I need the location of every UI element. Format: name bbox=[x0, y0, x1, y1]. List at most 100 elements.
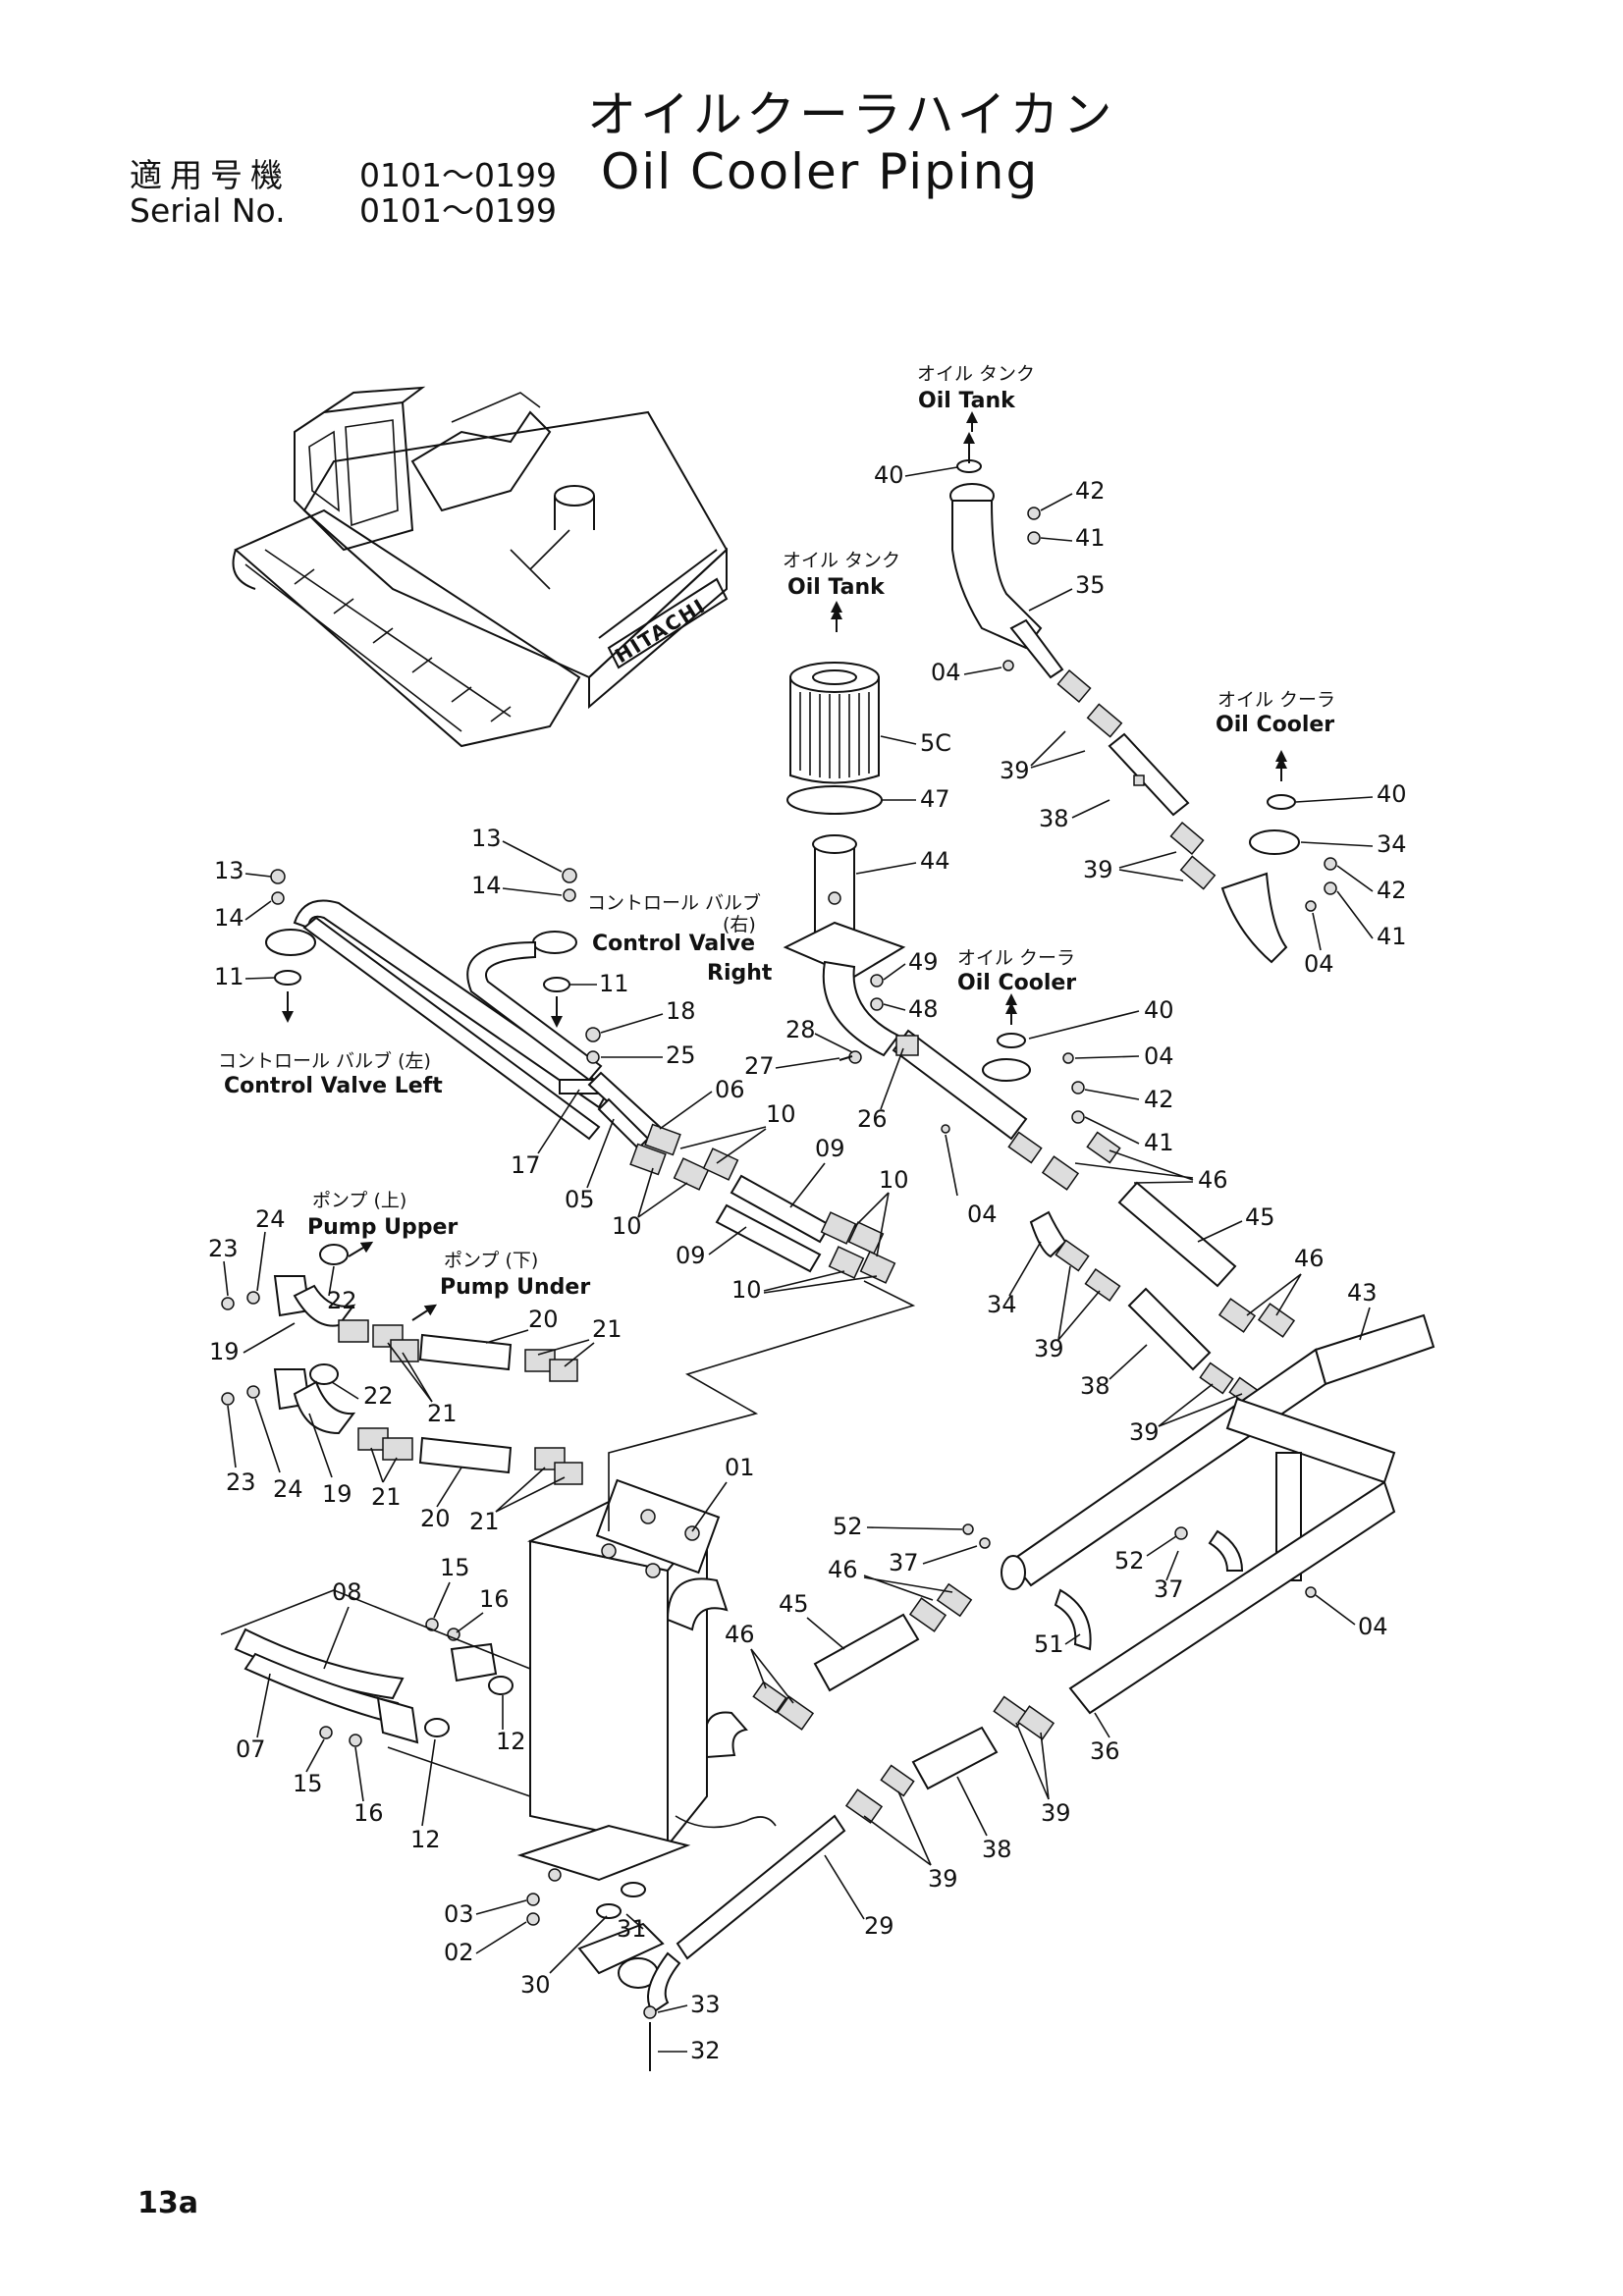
part-label-28: 28 bbox=[785, 1016, 816, 1043]
part-label-06: 06 bbox=[715, 1076, 745, 1103]
part-label-42-right: 42 bbox=[1377, 877, 1407, 904]
oil-cooler-mid-en: Oil Cooler bbox=[957, 971, 1076, 995]
part-label-12-right: 12 bbox=[496, 1728, 526, 1755]
part-label-38-bottom: 38 bbox=[982, 1836, 1012, 1863]
part-label-47: 47 bbox=[920, 785, 950, 813]
part-label-44: 44 bbox=[920, 847, 950, 875]
part-label-29: 29 bbox=[864, 1912, 894, 1940]
part-label-34-right: 34 bbox=[1377, 830, 1407, 858]
part-label-40-top: 40 bbox=[874, 461, 904, 489]
part-label-46-left: 46 bbox=[725, 1621, 755, 1648]
part-label-21-lower-left: 21 bbox=[371, 1483, 402, 1511]
part-label-03: 03 bbox=[444, 1900, 474, 1928]
part-label-16-upper: 16 bbox=[479, 1585, 510, 1613]
pump-line-group bbox=[221, 1244, 583, 1485]
oil-cooler-right-jp: オイル クーラ bbox=[1217, 689, 1335, 711]
part-label-05: 05 bbox=[565, 1186, 595, 1213]
part-label-30: 30 bbox=[520, 1971, 551, 1999]
title-japanese: オイルクーラハイカン bbox=[587, 86, 1116, 143]
part-label-46-right: 46 bbox=[1294, 1245, 1325, 1272]
oil-tank-mid-en: Oil Tank bbox=[787, 575, 886, 600]
part-label-09-upper: 09 bbox=[815, 1135, 845, 1162]
serial-range-japanese: 0101～0199 bbox=[359, 156, 557, 194]
part-label-10-lower: 10 bbox=[731, 1276, 762, 1304]
part-label-21-lower-right: 21 bbox=[469, 1508, 500, 1535]
part-label-04-top: 04 bbox=[931, 659, 961, 686]
part-label-18: 18 bbox=[666, 997, 696, 1025]
part-label-04-center: 04 bbox=[967, 1201, 998, 1228]
part-label-01: 01 bbox=[725, 1454, 755, 1481]
part-label-33: 33 bbox=[690, 1991, 721, 2018]
control-valve-left-en: Control Valve Left bbox=[224, 1074, 443, 1098]
part-label-32: 32 bbox=[690, 2037, 721, 2064]
part-label-14-right: 14 bbox=[471, 872, 502, 899]
lower-hose-group bbox=[618, 1582, 1055, 2014]
cooler-inlet-lines bbox=[220, 1589, 531, 1797]
part-label-04-bottom: 04 bbox=[1358, 1613, 1388, 1640]
part-label-41-top: 41 bbox=[1075, 524, 1106, 552]
part-label-19-lower: 19 bbox=[322, 1480, 352, 1508]
part-label-09-lower: 09 bbox=[676, 1242, 706, 1269]
part-label-04-mid: 04 bbox=[1144, 1042, 1174, 1070]
part-label-13-left: 13 bbox=[214, 857, 244, 884]
part-label-10-left: 10 bbox=[612, 1212, 642, 1240]
part-label-45-upper: 45 bbox=[1245, 1203, 1275, 1231]
part-label-17: 17 bbox=[511, 1151, 541, 1179]
middle-pipe-group bbox=[839, 993, 1296, 1410]
control-valve-right-side-jp: (右) bbox=[723, 914, 756, 935]
part-label-39-right-lower: 39 bbox=[1041, 1799, 1071, 1827]
oil-cooler-mid-jp: オイル クーラ bbox=[957, 947, 1075, 969]
part-label-48: 48 bbox=[908, 995, 939, 1023]
oil-tank-mid-jp: オイル タンク bbox=[783, 550, 900, 571]
upper-return-line-group bbox=[949, 432, 1337, 964]
part-label-51: 51 bbox=[1034, 1630, 1064, 1658]
pump-under-en: Pump Under bbox=[440, 1275, 590, 1300]
pump-upper-jp: ポンプ (上) bbox=[312, 1190, 406, 1211]
part-label-12-left: 12 bbox=[410, 1826, 441, 1853]
oil-cooler-right-en: Oil Cooler bbox=[1216, 713, 1334, 737]
hitachi-logo-text: HITACHI bbox=[611, 593, 710, 667]
callout-labels: オイル タンク Oil Tank オイル タンク Oil Tank オイル クー… bbox=[218, 363, 1335, 1321]
part-label-08: 08 bbox=[332, 1578, 362, 1606]
part-label-38-mid: 38 bbox=[1080, 1372, 1110, 1400]
part-label-46-lower: 46 bbox=[828, 1556, 858, 1583]
part-label-46-upper: 46 bbox=[1198, 1166, 1228, 1194]
part-label-39-mid: 39 bbox=[1083, 856, 1113, 883]
part-label-25: 25 bbox=[666, 1041, 696, 1069]
part-label-22-upper: 22 bbox=[327, 1287, 357, 1314]
oil-cooler-assembly bbox=[516, 1478, 777, 2071]
part-label-07: 07 bbox=[236, 1735, 266, 1763]
control-valve-right-jp: コントロール バルブ bbox=[587, 891, 761, 914]
pump-under-jp: ポンプ (下) bbox=[444, 1250, 538, 1271]
title-english: Oil Cooler Piping bbox=[601, 143, 1040, 200]
part-label-42-mid: 42 bbox=[1144, 1086, 1174, 1113]
part-label-39-left-lower: 39 bbox=[928, 1865, 958, 1893]
part-label-24-lower: 24 bbox=[273, 1475, 303, 1503]
part-label-39-bottom: 39 bbox=[1129, 1418, 1160, 1446]
part-label-37-left: 37 bbox=[889, 1549, 919, 1576]
control-valve-left-jp: コントロール バルブ (左) bbox=[218, 1049, 431, 1072]
part-label-26: 26 bbox=[857, 1105, 888, 1133]
part-number-labels: 40 42 41 35 04 39 38 39 40 34 42 41 04 5… bbox=[208, 461, 1407, 2064]
oil-tank-top-en: Oil Tank bbox=[918, 389, 1016, 413]
part-label-38-top: 38 bbox=[1039, 805, 1069, 832]
part-label-49: 49 bbox=[908, 948, 939, 976]
part-label-02: 02 bbox=[444, 1939, 474, 1966]
control-valve-lines bbox=[265, 868, 916, 1531]
part-label-20-upper: 20 bbox=[528, 1306, 559, 1333]
part-label-40-mid: 40 bbox=[1144, 996, 1174, 1024]
part-label-04-right: 04 bbox=[1304, 950, 1334, 978]
part-label-23-upper: 23 bbox=[208, 1235, 239, 1262]
control-valve-right-en: Control Valve bbox=[592, 932, 755, 956]
part-label-11-left: 11 bbox=[214, 963, 244, 990]
part-label-45-lower: 45 bbox=[779, 1590, 809, 1618]
part-label-21-mid: 21 bbox=[427, 1400, 458, 1427]
long-pipe-group bbox=[962, 1313, 1435, 1715]
part-label-40-right: 40 bbox=[1377, 780, 1407, 808]
part-label-11-right: 11 bbox=[599, 970, 629, 997]
excavator-illustration: HITACHI bbox=[232, 386, 729, 748]
part-label-15-lower: 15 bbox=[293, 1770, 323, 1797]
part-label-5c: 5C bbox=[920, 729, 951, 757]
part-label-43: 43 bbox=[1347, 1279, 1378, 1307]
